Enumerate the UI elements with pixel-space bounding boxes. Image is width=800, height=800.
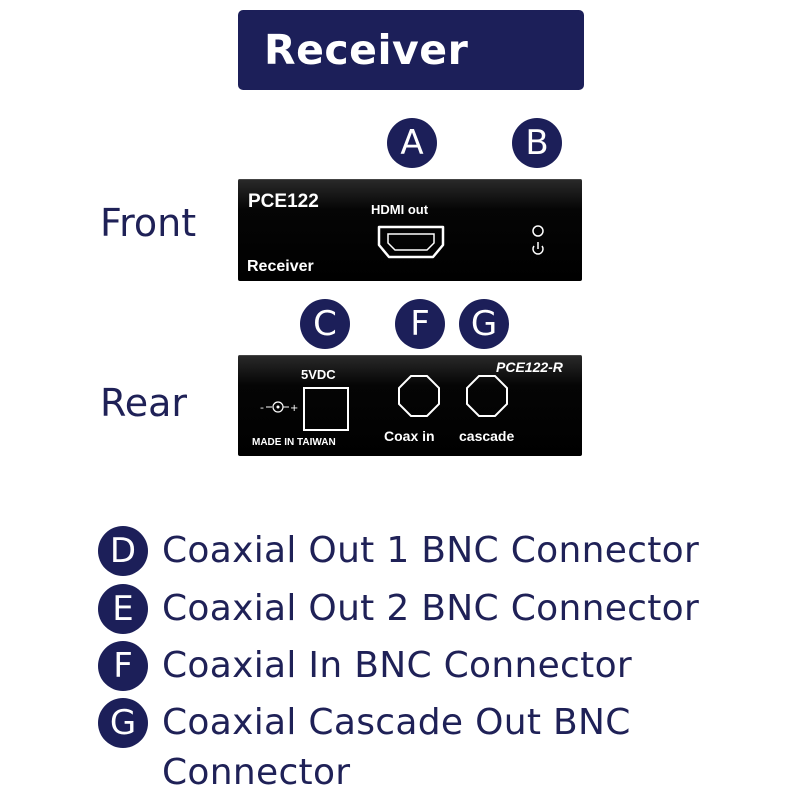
legend-text-f: Coaxial In BNC Connector bbox=[162, 645, 632, 686]
origin-label: MADE IN TAIWAN bbox=[252, 437, 336, 448]
legend-text-d: Coaxial Out 1 BNC Connector bbox=[162, 530, 700, 571]
legend-badge-d: D bbox=[98, 526, 148, 576]
front-panel: PCE122 HDMI out Receiver bbox=[238, 179, 582, 281]
legend-badge-e: E bbox=[98, 584, 148, 634]
badge-f: F bbox=[395, 299, 445, 349]
rear-panel: PCE122-R 5VDC MADE IN TAIWAN Coax in cas… bbox=[238, 355, 582, 456]
dc-power-jack-icon bbox=[303, 387, 349, 431]
dc-polarity-icon: - + bbox=[260, 401, 298, 414]
title-banner: Receiver bbox=[238, 10, 584, 90]
rear-label: Rear bbox=[100, 381, 187, 425]
cascade-bnc-icon bbox=[466, 375, 508, 417]
legend-item-g: G Coaxial Cascade Out BNC bbox=[98, 698, 631, 750]
hdmi-out-label: HDMI out bbox=[371, 202, 429, 217]
badge-a: A bbox=[387, 118, 437, 168]
power-indicator-icon bbox=[532, 225, 544, 255]
svg-text:+: + bbox=[290, 403, 298, 414]
hdmi-port-icon bbox=[377, 225, 445, 259]
badge-b: B bbox=[512, 118, 562, 168]
legend-text-g-continued: Connector bbox=[162, 752, 351, 793]
legend-text-g: Coaxial Cascade Out BNC bbox=[162, 702, 631, 743]
legend-text-e: Coaxial Out 2 BNC Connector bbox=[162, 588, 700, 629]
badge-c: C bbox=[300, 299, 350, 349]
legend-item-e: E Coaxial Out 2 BNC Connector bbox=[98, 584, 699, 636]
coax-in-label: Coax in bbox=[384, 428, 435, 444]
coax-in-bnc-icon bbox=[398, 375, 440, 417]
legend-badge-g: G bbox=[98, 698, 148, 748]
svg-text:-: - bbox=[260, 401, 264, 414]
power-input-label: 5VDC bbox=[301, 367, 336, 382]
legend-item-d: D Coaxial Out 1 BNC Connector bbox=[98, 526, 699, 578]
cascade-label: cascade bbox=[459, 428, 515, 444]
rear-model-label: PCE122-R bbox=[496, 359, 563, 375]
front-model-label: PCE122 bbox=[248, 191, 319, 212]
front-device-label: Receiver bbox=[247, 258, 314, 275]
legend-badge-f: F bbox=[98, 641, 148, 691]
legend-item-f: F Coaxial In BNC Connector bbox=[98, 641, 632, 693]
page-title: Receiver bbox=[264, 26, 469, 74]
front-label: Front bbox=[100, 201, 197, 245]
badge-g: G bbox=[459, 299, 509, 349]
